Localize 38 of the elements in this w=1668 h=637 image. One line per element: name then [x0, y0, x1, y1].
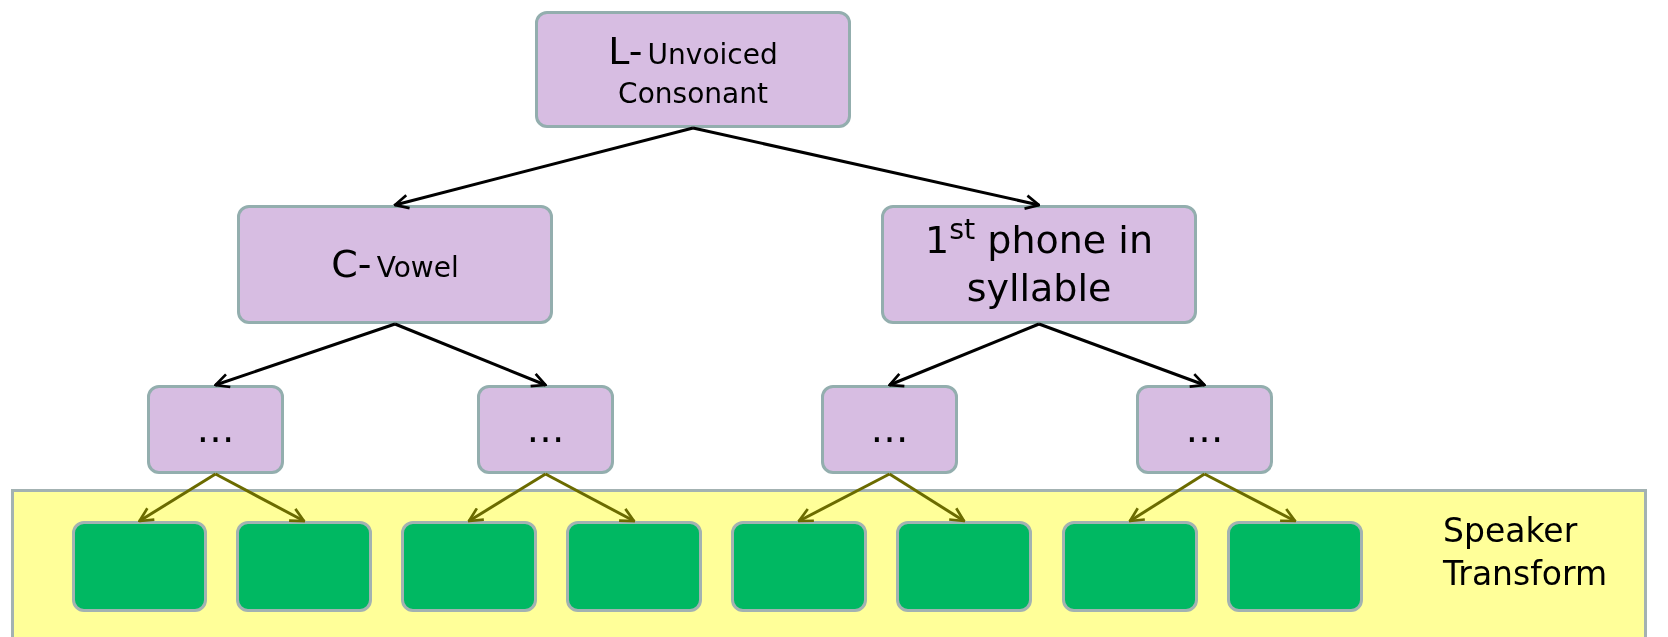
- node-label: …: [869, 405, 910, 453]
- process-box: [477, 385, 614, 474]
- arrow: [214, 472, 306, 523]
- node-label: 1$^{st}$ phone in syllable: [924, 217, 1154, 312]
- band: [11, 489, 1647, 637]
- process-box: [896, 521, 1032, 612]
- process-box: [236, 521, 372, 612]
- node-label: …: [195, 405, 236, 453]
- arrow: [394, 322, 547, 388]
- node-label: L-Unvoiced Consonant: [607, 28, 779, 111]
- arrow: [888, 472, 966, 523]
- process-box: [881, 205, 1197, 324]
- node-label: C-Vowel: [330, 240, 460, 288]
- arrow: [1203, 472, 1297, 523]
- node-label: …: [525, 405, 566, 453]
- process-box: [1227, 521, 1363, 612]
- arrow: [393, 126, 694, 210]
- arrow: [214, 322, 396, 389]
- process-box: [535, 11, 851, 128]
- arrow: [797, 472, 891, 523]
- arrow: [467, 472, 547, 523]
- arrow: [692, 126, 1041, 210]
- band-label: Speaker Transform: [1443, 510, 1609, 595]
- process-box: [821, 385, 958, 474]
- process-box: [147, 385, 284, 474]
- process-box: [237, 205, 553, 324]
- node-label: …: [1184, 405, 1225, 453]
- process-box: [1062, 521, 1198, 612]
- arrow: [138, 472, 217, 523]
- process-box: [1136, 385, 1273, 474]
- process-box: [401, 521, 537, 612]
- arrow: [1128, 472, 1206, 523]
- arrow: [888, 322, 1040, 388]
- arrow: [544, 472, 636, 523]
- arrow: [1038, 322, 1206, 388]
- process-box: [72, 521, 207, 612]
- process-box: [566, 521, 702, 612]
- process-box: [731, 521, 867, 612]
